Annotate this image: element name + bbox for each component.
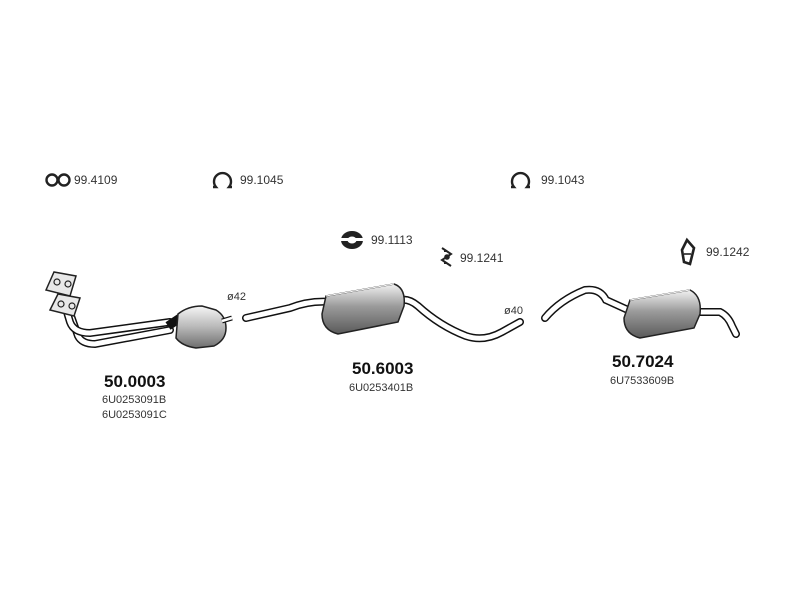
part-number-50-7024: 50.7024 (612, 352, 674, 371)
rear-pipe-with-silencer (541, 285, 740, 339)
u-bolt-clamp-icon (212, 171, 233, 189)
oem-number: 6U0253091B (102, 394, 167, 406)
oem-number: 6U0253091C (102, 409, 167, 421)
accessory-code-99-4109: 99.4109 (74, 173, 118, 187)
accessory-code-99-1113: 99.1113 (371, 233, 413, 247)
bracket-mount-icon (440, 247, 453, 267)
oem-number: 6U7533609B (610, 375, 675, 387)
accessory-code-99-1043: 99.1043 (541, 173, 585, 187)
part-number-50-6003: 50.6003 (352, 359, 414, 378)
accessory-code-99-1241: 99.1241 (460, 251, 504, 265)
u-bolt-clamp-icon (510, 171, 531, 189)
accessory-code-99-1045: 99.1045 (240, 173, 284, 187)
middle-pipe-with-silencer (242, 283, 524, 343)
double-ring-clamp-icon (45, 173, 71, 187)
accessory-code-99-1242: 99.1242 (706, 245, 750, 259)
rubber-hanger-icon (680, 237, 696, 266)
part-number-50-0003: 50.0003 (104, 372, 166, 391)
pipe-diameter-40: ø40 (504, 305, 523, 317)
oem-number: 6U0253401B (349, 382, 414, 394)
pipe-diameter-42: ø42 (227, 291, 246, 303)
front-pipe-with-catalyst (44, 271, 233, 349)
rubber-ring-mount-icon (341, 231, 363, 249)
